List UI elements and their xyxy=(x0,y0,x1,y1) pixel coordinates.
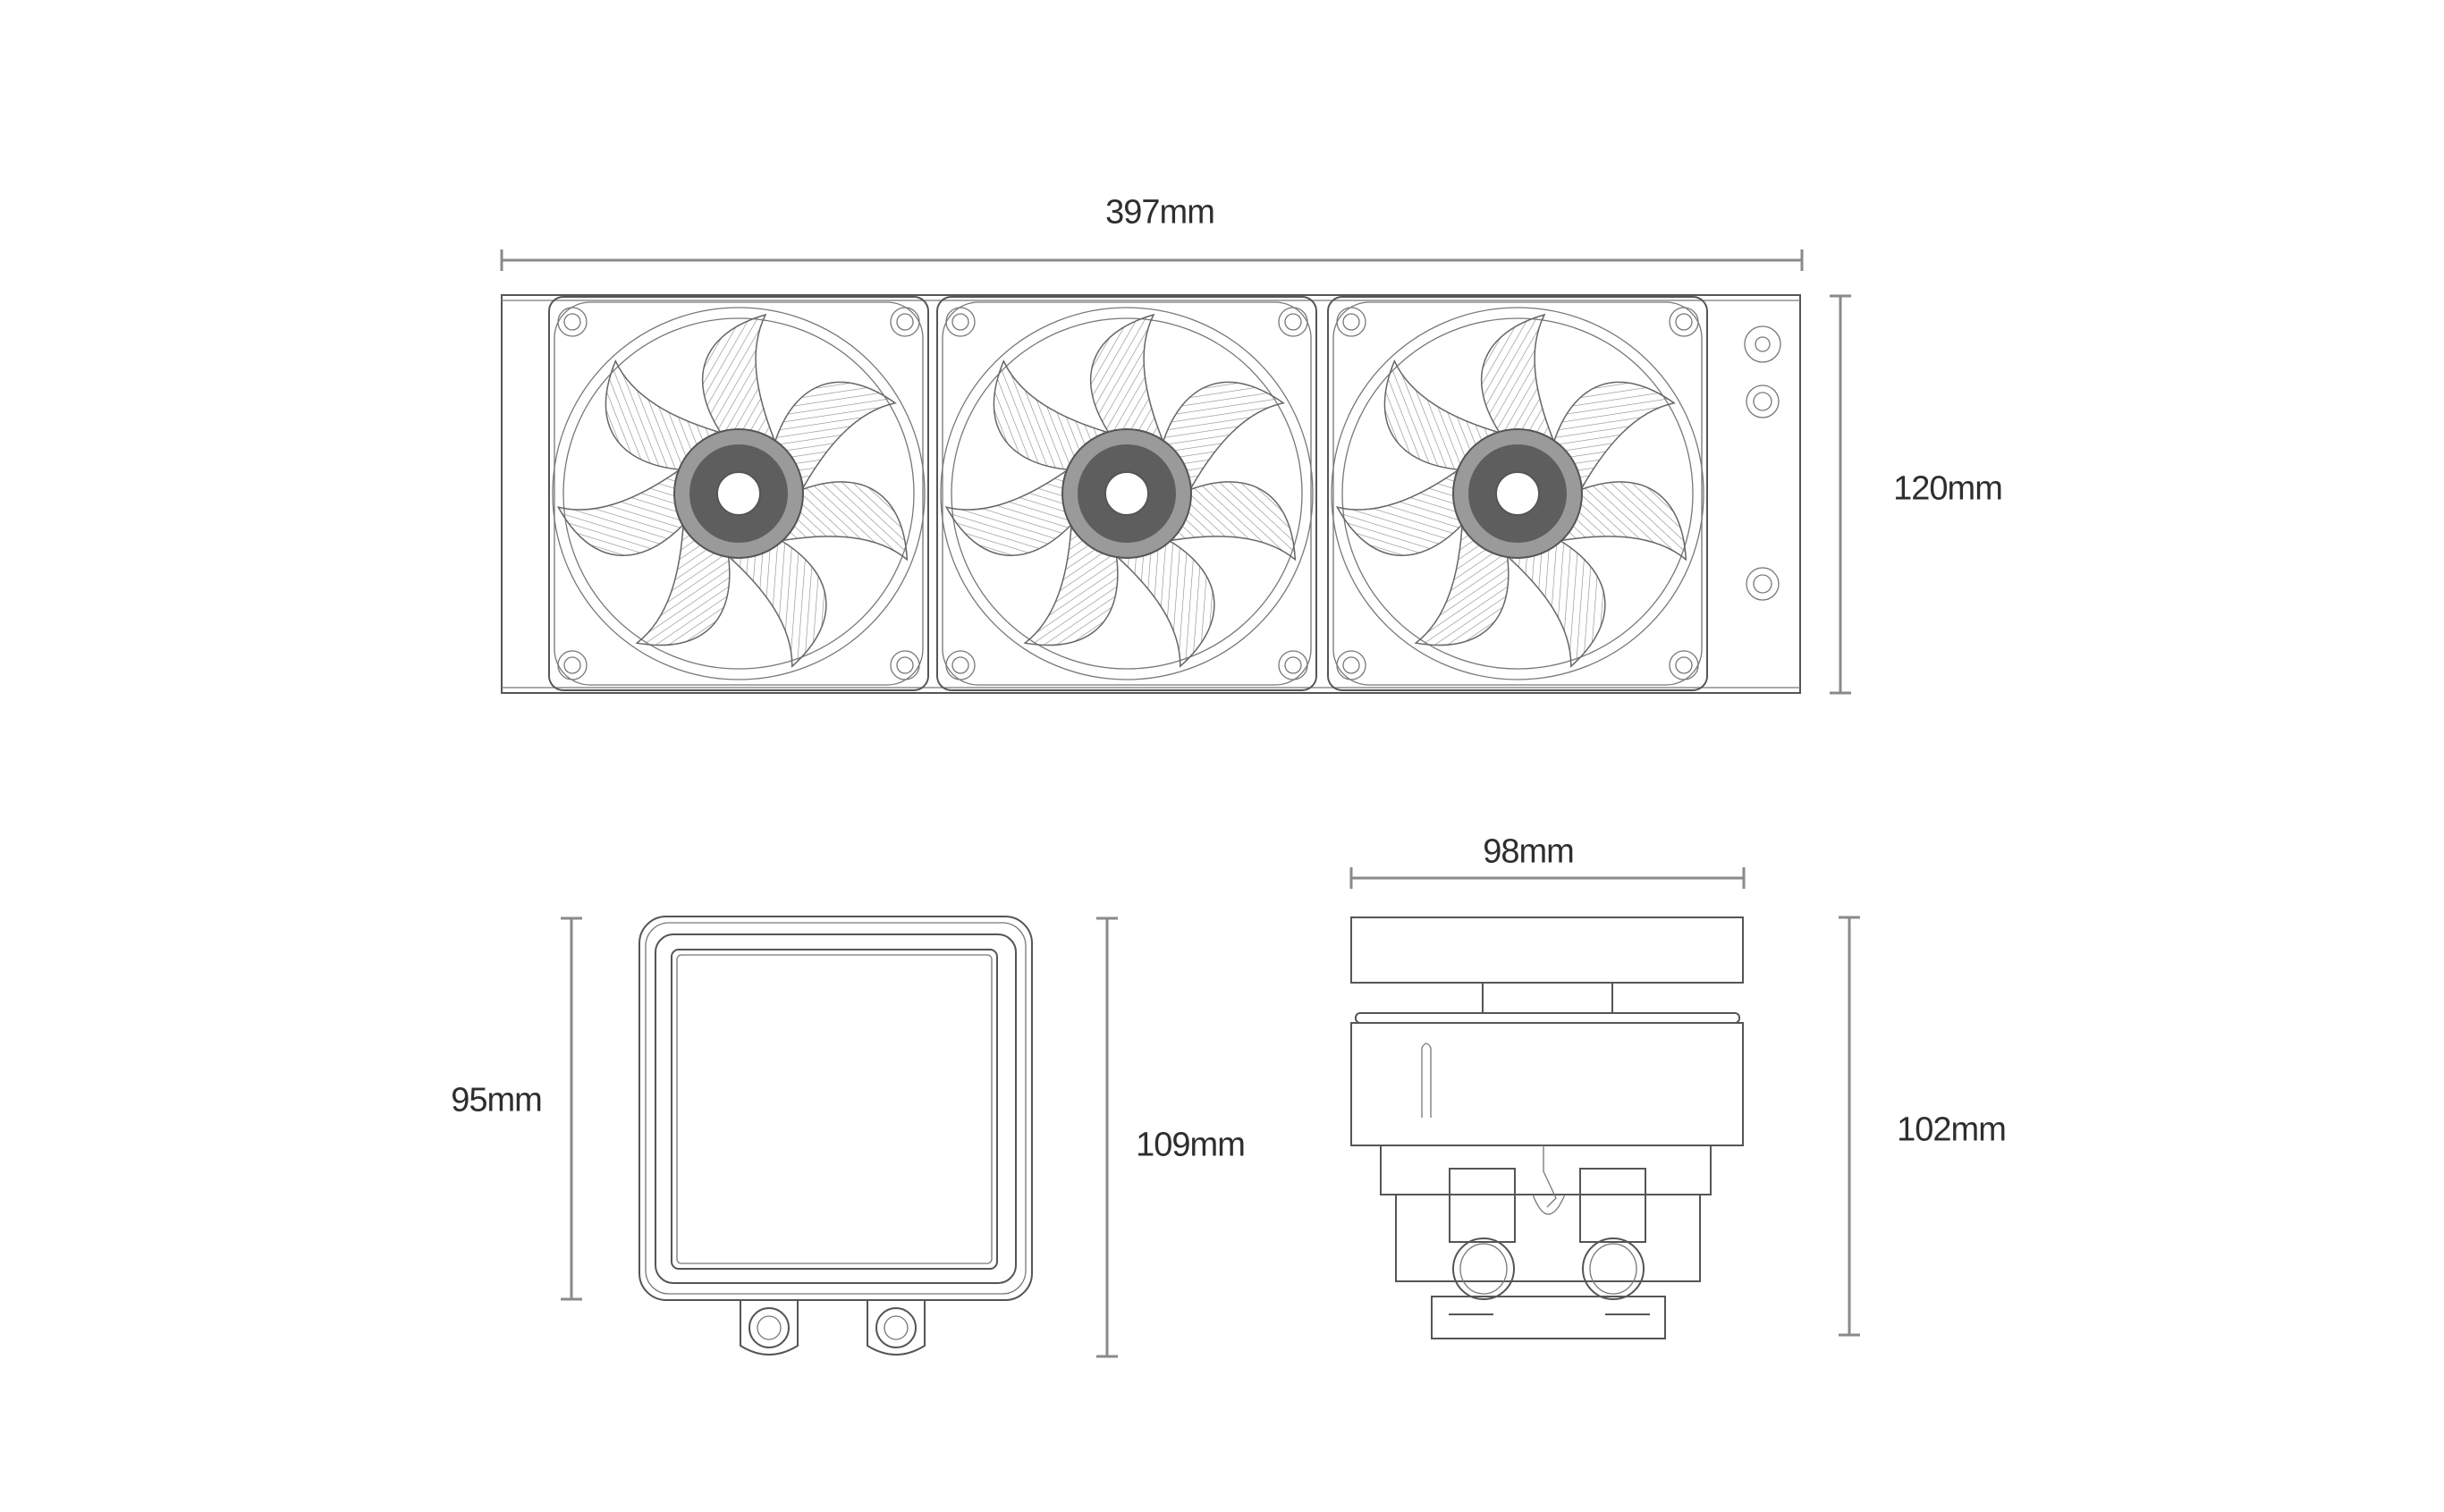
pump-side-view xyxy=(1349,867,1860,1339)
fan xyxy=(936,296,1317,691)
label-radiator-length: 397mm xyxy=(1105,193,1215,232)
label-pump-depth: 102mm xyxy=(1897,1111,2007,1149)
radiator-body xyxy=(501,294,1801,694)
label-pump-height: 95mm xyxy=(451,1081,543,1119)
radiator-top-view xyxy=(500,249,1851,695)
label-radiator-height: 120mm xyxy=(1893,469,2003,508)
label-pump-height-with-fittings: 109mm xyxy=(1136,1126,1246,1164)
radiator-end-ports xyxy=(1744,325,1781,601)
pump-front-view xyxy=(561,916,1118,1358)
fan xyxy=(1327,296,1708,691)
pump-fittings xyxy=(740,1301,926,1356)
fan xyxy=(548,296,929,691)
label-pump-width: 98mm xyxy=(1483,832,1575,871)
pump-screen xyxy=(671,949,998,1270)
